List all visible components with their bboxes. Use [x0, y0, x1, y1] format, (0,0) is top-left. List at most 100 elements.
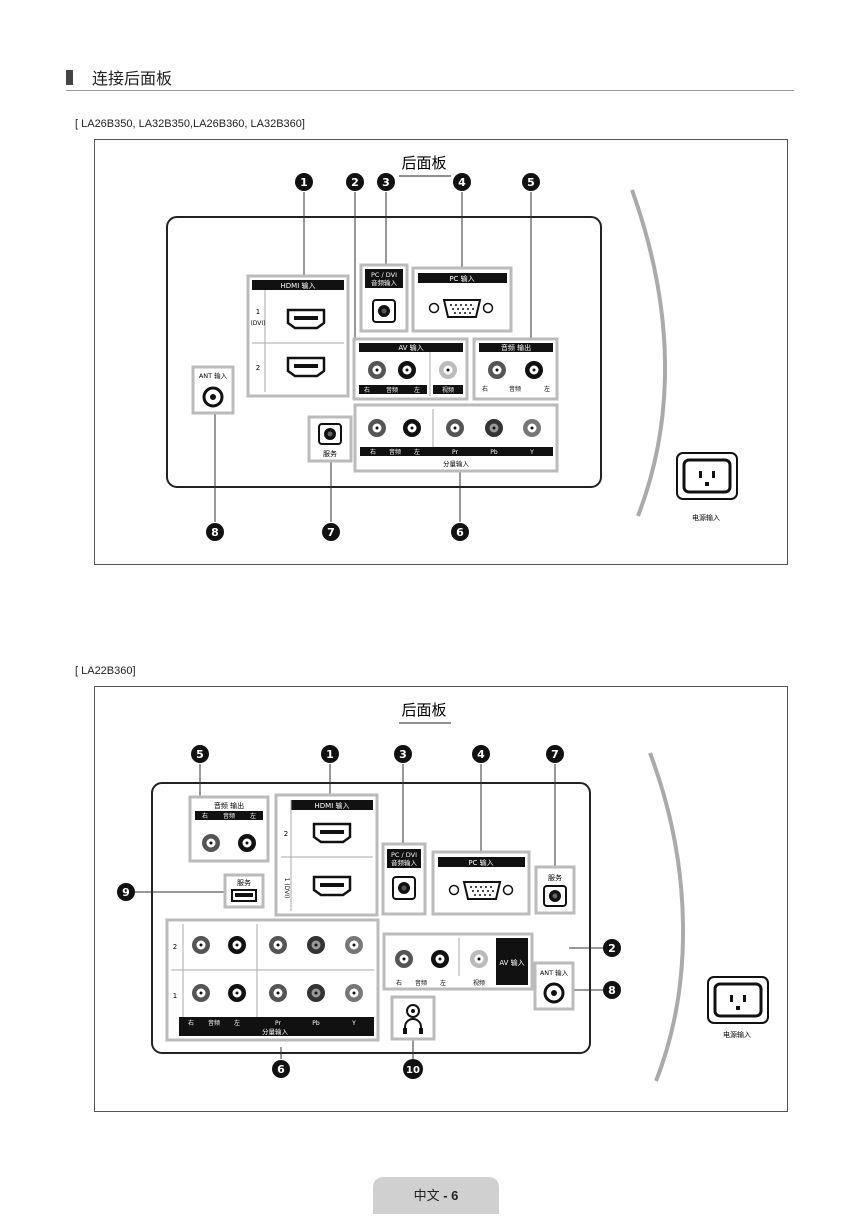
headphone-jack-group — [390, 995, 436, 1041]
usb-port[interactable] — [231, 889, 257, 902]
svg-text:服务: 服务 — [323, 449, 337, 458]
callout-1: 1 — [295, 173, 313, 191]
panel-heading: 后面板 — [401, 154, 446, 172]
svg-text:7: 7 — [327, 526, 335, 539]
svg-text:2: 2 — [351, 176, 359, 189]
callout-10: 10 — [403, 1059, 423, 1079]
svg-text:右: 右 — [396, 979, 402, 987]
svg-text:ANT 输入: ANT 输入 — [199, 371, 228, 380]
svg-text:4: 4 — [477, 748, 485, 761]
service-jack[interactable] — [543, 885, 567, 907]
page-number: 6 — [451, 1188, 459, 1203]
svg-text:Pr: Pr — [452, 449, 459, 456]
svg-text:2: 2 — [608, 942, 616, 955]
svg-text:左: 左 — [440, 979, 446, 987]
pc-audio-jack[interactable] — [392, 876, 416, 900]
svg-text:6: 6 — [277, 1063, 285, 1076]
power-input-group: 电源输入 — [707, 976, 769, 1039]
pc-audio-jack[interactable] — [372, 299, 396, 323]
av-input-group: AV 输入 右 音频 左 视频 — [352, 337, 469, 401]
svg-text:7: 7 — [551, 748, 559, 761]
component-input-group: 右 音频 左 Pr Pb Y 分量输入 — [353, 403, 559, 473]
headphone-jack[interactable] — [406, 1004, 420, 1018]
svg-text:视频: 视频 — [442, 386, 454, 394]
page-number-tab: 中文 - 6 — [373, 1177, 499, 1214]
svg-text:左: 左 — [544, 385, 550, 393]
svg-text:6: 6 — [456, 526, 464, 539]
svg-text:8: 8 — [211, 526, 219, 539]
svg-text:9: 9 — [122, 886, 130, 899]
pc-dvi-audio-input-group: PC / DVI 音频输入 — [381, 842, 427, 916]
callout-7: 7 — [546, 745, 564, 763]
antenna-port[interactable] — [543, 982, 565, 1004]
audio-output-group: 音频 输出 右 音频 左 — [472, 337, 559, 401]
svg-text:3: 3 — [399, 748, 407, 761]
rear-panel-diagram-1: 后面板 1 2 3 4 5 6 7 8 HDMI 输入 1 (DVI) 2 — [94, 139, 788, 565]
callout-3: 3 — [377, 173, 395, 191]
svg-text:音频 输出: 音频 输出 — [214, 801, 244, 810]
svg-text:Pr: Pr — [275, 1020, 282, 1027]
hdmi-input-group: HDMI 输入 2 1 (DVI) — [274, 793, 379, 917]
svg-text:2: 2 — [284, 830, 288, 838]
hdmi-port-2[interactable] — [312, 822, 352, 844]
svg-text:音频: 音频 — [389, 448, 401, 456]
component-input-group: 2 1 右 音频 左 Pr Pb Y 分量输入 — [165, 918, 380, 1042]
tv-body — [166, 216, 602, 488]
footer-separator: - — [439, 1188, 452, 1203]
svg-text:1 (DVI): 1 (DVI) — [283, 878, 290, 899]
svg-text:Pb: Pb — [490, 449, 498, 456]
hdmi-port-2[interactable] — [286, 356, 326, 378]
svg-text:3: 3 — [382, 176, 390, 189]
ant-input-group: ANT 输入 — [191, 365, 235, 415]
svg-text:左: 左 — [414, 386, 420, 394]
svg-text:左: 左 — [414, 448, 420, 456]
svg-text:左: 左 — [250, 812, 256, 820]
power-input-group: 电源输入 — [676, 452, 738, 522]
svg-text:Y: Y — [529, 449, 534, 456]
hdmi-port-1[interactable] — [312, 875, 352, 897]
svg-text:4: 4 — [458, 176, 466, 189]
svg-text:左: 左 — [234, 1019, 240, 1027]
svg-text:视频: 视频 — [473, 979, 485, 987]
tv-body — [151, 782, 591, 1054]
svg-text:分量输入: 分量输入 — [443, 459, 470, 468]
svg-text:分量输入: 分量输入 — [262, 1027, 289, 1036]
svg-text:音频: 音频 — [386, 386, 398, 394]
service-jack[interactable] — [318, 423, 342, 445]
model-list-2: [ LA22B360] — [75, 665, 136, 677]
model-list-1: [ LA26B350, LA32B350,LA26B360, LA32B360] — [75, 118, 305, 130]
callout-5: 5 — [522, 173, 540, 191]
vga-port[interactable] — [448, 881, 514, 900]
svg-text:右: 右 — [482, 385, 488, 393]
svg-text:右: 右 — [202, 812, 208, 820]
callout-4: 4 — [453, 173, 471, 191]
hdmi-port-1[interactable] — [286, 308, 326, 330]
svg-text:(DVI): (DVI) — [250, 320, 265, 327]
svg-text:ANT 输入: ANT 输入 — [540, 968, 569, 977]
svg-text:1: 1 — [173, 992, 177, 1000]
svg-text:音频: 音频 — [223, 812, 235, 820]
svg-text:右: 右 — [364, 386, 370, 394]
power-socket[interactable] — [676, 452, 738, 500]
power-socket[interactable] — [707, 976, 769, 1024]
ant-input-group: ANT 输入 — [533, 961, 575, 1011]
svg-text:PC / DVI: PC / DVI — [371, 271, 397, 279]
svg-text:HDMI 输入: HDMI 输入 — [315, 801, 350, 810]
svg-text:服务: 服务 — [237, 878, 251, 887]
pc-dvi-audio-input-group: PC / DVI 音频输入 — [359, 263, 409, 333]
panel-heading: 后面板 — [401, 701, 446, 719]
svg-text:8: 8 — [608, 984, 616, 997]
service-usb-group: 服务 — [223, 873, 265, 909]
callout-6: 6 — [451, 523, 469, 541]
svg-text:电源输入: 电源输入 — [692, 513, 720, 522]
vga-port[interactable] — [428, 299, 494, 318]
antenna-port[interactable] — [202, 386, 224, 408]
svg-text:2: 2 — [256, 364, 260, 372]
svg-text:5: 5 — [527, 176, 535, 189]
svg-text:Pb: Pb — [312, 1020, 320, 1027]
callout-5: 5 — [191, 745, 209, 763]
svg-text:1: 1 — [326, 748, 334, 761]
svg-text:1: 1 — [300, 176, 308, 189]
svg-text:音频输入: 音频输入 — [391, 858, 418, 867]
svg-text:AV 输入: AV 输入 — [398, 343, 423, 352]
